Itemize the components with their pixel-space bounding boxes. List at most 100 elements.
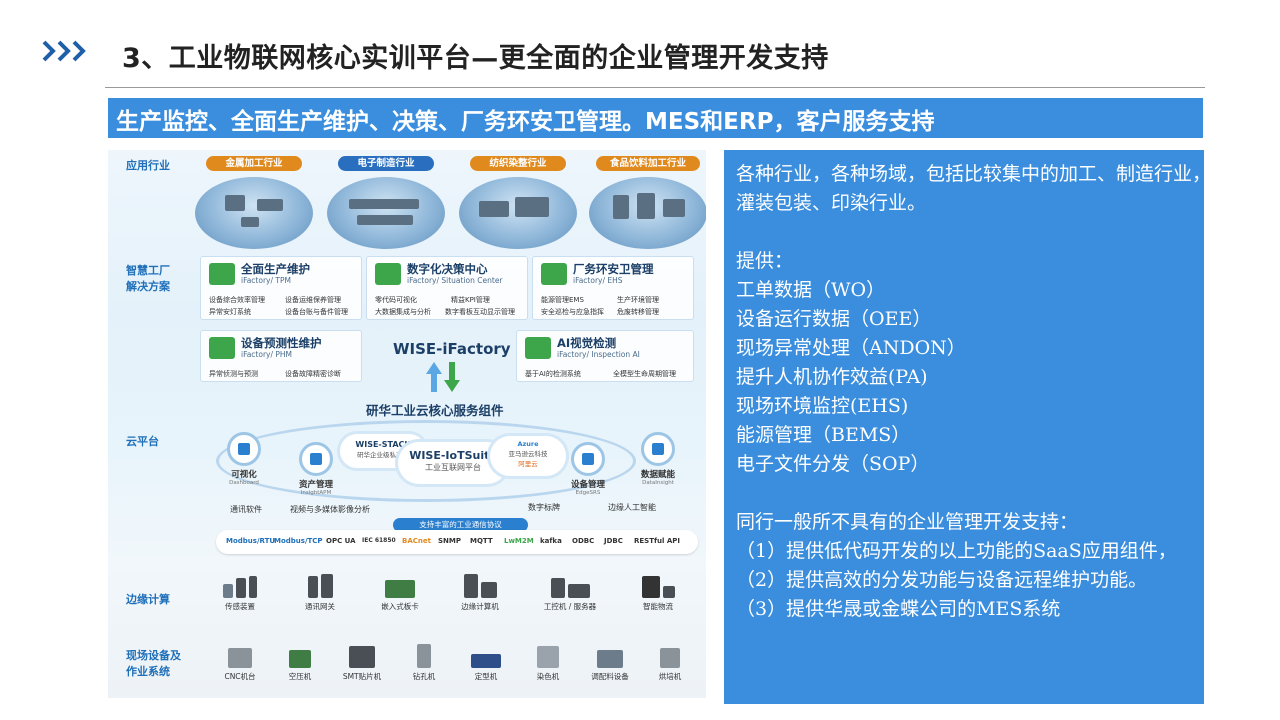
industry-tag: 金属加工行业	[206, 156, 302, 171]
cloud-node-sub: InsightAPM	[300, 490, 332, 496]
device-label: CNC机台	[224, 672, 256, 681]
cnc-machine-icon	[208, 644, 272, 668]
card-tpm: 全面生产维护 iFactory/ TPM 设备综合效率管理 设备运维保养管理 异…	[200, 256, 362, 320]
card-item: 设备故障精密诊断	[285, 370, 341, 378]
device-label: 调配料设备	[591, 672, 629, 681]
device-management-icon	[571, 442, 605, 476]
cloud-ring	[216, 420, 636, 502]
azure-logo: Azure	[517, 440, 539, 448]
architecture-diagram: 应用行业 智慧工厂 解决方案 云平台 边缘计算 现场设备及 作业系统 金属加工行…	[108, 150, 706, 698]
edge-device-logistics: 智能物流	[622, 574, 694, 612]
software-label: 边缘人工智能	[608, 503, 656, 512]
protocol-label: kafka	[540, 537, 562, 545]
row-label-field: 现场设备及 作业系统	[126, 649, 181, 678]
row-label-solution: 智慧工厂 解决方案	[126, 264, 170, 293]
ifactory-logo-icon	[525, 337, 551, 359]
cloud-title: WISE-IoTSuite	[409, 449, 497, 462]
card-item: 数字看板互动显示管理	[445, 308, 515, 316]
cloud-node-sub: Dashboard	[229, 480, 259, 486]
card-subtitle: iFactory/ EHS	[573, 276, 623, 285]
device-label: 染色机	[536, 672, 560, 681]
spacer-line	[736, 218, 1202, 247]
device-label: 传感装置	[225, 602, 255, 611]
industry-platform-image	[327, 177, 445, 249]
device-label: 智能物流	[643, 602, 673, 611]
protocol-label: OPC UA	[326, 537, 356, 545]
card-item: 设备运维保养管理	[285, 296, 341, 304]
software-label: 通讯软件	[230, 505, 262, 514]
edge-device-computer: 边缘计算机	[444, 574, 516, 612]
card-subtitle: iFactory/ Situation Center	[407, 276, 503, 285]
industry-platform-image	[589, 177, 706, 249]
field-device: 钻孔机	[392, 644, 456, 682]
card-item: 设备综合效率管理	[209, 296, 265, 304]
provides-heading: 提供：	[736, 250, 794, 272]
dashboard-icon	[227, 432, 261, 466]
industry-platform-image	[459, 177, 577, 249]
gateway-icon	[284, 574, 356, 598]
support-item: （3）提供华晟或金蝶公司的MES系统	[736, 598, 1061, 620]
card-title: AI视觉检测	[557, 336, 617, 350]
wise-iotsuite-cloud: WISE-IoTSuite 工业互联网平台	[398, 442, 508, 484]
chevron-icon	[42, 40, 87, 62]
industry-textile: 纺织染整行业	[454, 156, 582, 249]
cloud-node-dashboard: 可视化 Dashboard	[204, 432, 284, 486]
cloud-subtitle: 研华企业级私有云	[357, 451, 409, 459]
software-label: 数字标牌	[528, 503, 560, 512]
feature-item: 现场环境监控(EHS)	[736, 395, 909, 417]
edge-device-gateway: 通讯网关	[284, 574, 356, 612]
field-device: 调配料设备	[578, 644, 642, 682]
card-item: 全模型生命周期管理	[613, 370, 676, 378]
card-item: 大数据集成与分析	[375, 308, 431, 316]
device-label: 钻孔机	[412, 672, 436, 681]
industry-tag: 纺织染整行业	[470, 156, 566, 171]
description-panel: 各种行业，各种场域，包括比较集中的加工、制造行业，灌装包装、印染行业。 提供： …	[724, 150, 1211, 704]
card-item: 零代码可视化	[375, 296, 417, 304]
protocol-bar: Modbus/RTU Modbus/TCP OPC UA IEC 61850 B…	[216, 530, 698, 554]
cloud-node-sub: EdgeSRS	[575, 490, 601, 496]
card-inspection-ai: AI视觉检测 iFactory/ Inspection AI 基于AI的检测系统…	[516, 330, 694, 382]
card-subtitle: iFactory/ PHM	[241, 350, 293, 359]
protocol-label: Modbus/TCP	[274, 537, 323, 545]
feature-item: 现场异常处理（ANDON）	[736, 337, 966, 359]
device-label: 边缘计算机	[461, 602, 499, 611]
device-label: 空压机	[288, 672, 312, 681]
feature-item: 能源管理（BEMS）	[736, 424, 911, 446]
card-item: 安全巡检与应急指挥	[541, 308, 604, 316]
cloud-node-asset: 资产管理 InsightAPM	[276, 442, 356, 496]
card-title: 数字化决策中心	[407, 262, 488, 276]
wise-ifactory-label: WISE-iFactory	[393, 340, 511, 358]
card-item: 精益KPI管理	[451, 296, 490, 304]
card-item: 异常安灯系统	[209, 308, 251, 316]
cloud-node-name: 设备管理	[570, 480, 605, 490]
smt-machine-icon	[330, 644, 394, 668]
card-item: 设备台账与备件管理	[285, 308, 348, 316]
air-compressor-icon	[268, 644, 332, 668]
support-item: （2）提供高效的分发功能与设备远程维护功能。	[736, 569, 1148, 591]
protocol-label: MQTT	[470, 537, 493, 545]
industry-tag: 食品饮料加工行业	[596, 156, 700, 171]
cloud-node-data: 数据赋能 DataInsight	[618, 432, 698, 486]
ifactory-logo-icon	[209, 263, 235, 285]
card-situation-center: 数字化决策中心 iFactory/ Situation Center 零代码可视…	[366, 256, 528, 320]
page-title: 3、工业物联网核心实训平台—更全面的企业管理开发支持	[122, 43, 829, 74]
industry-metal: 金属加工行业	[190, 156, 318, 249]
card-item: 危废转移管理	[617, 308, 659, 316]
industry-paragraph: 各种行业，各种场域，包括比较集中的加工、制造行业，灌装包装、印染行业。	[736, 163, 1212, 214]
data-insight-icon	[641, 432, 675, 466]
edge-computer-icon	[444, 574, 516, 598]
support-item: （1）提供低代码开发的以上功能的SaaS应用组件，	[736, 540, 1177, 562]
edge-device-sensor: 传感装置	[204, 574, 276, 612]
device-label: 嵌入式板卡	[381, 602, 419, 611]
sync-arrows-icon	[426, 362, 460, 392]
edge-device-ipc: 工控机 / 服务器	[534, 574, 606, 612]
protocol-label: BACnet	[402, 537, 431, 545]
embedded-board-icon	[364, 574, 436, 598]
industry-food: 食品饮料加工行业	[584, 156, 706, 249]
card-phm: 设备预测性维护 iFactory/ PHM 异常侦测与预测 设备故障精密诊断	[200, 330, 362, 382]
drilling-machine-icon	[392, 644, 456, 668]
subtitle-banner: 生产监控、全面生产维护、决策、厂务环安卫管理。MES和ERP，客户服务支持	[108, 98, 1203, 138]
feature-item: 工单数据（WO）	[736, 279, 886, 301]
header-divider	[105, 87, 1205, 88]
device-label: 通讯网关	[305, 602, 335, 611]
